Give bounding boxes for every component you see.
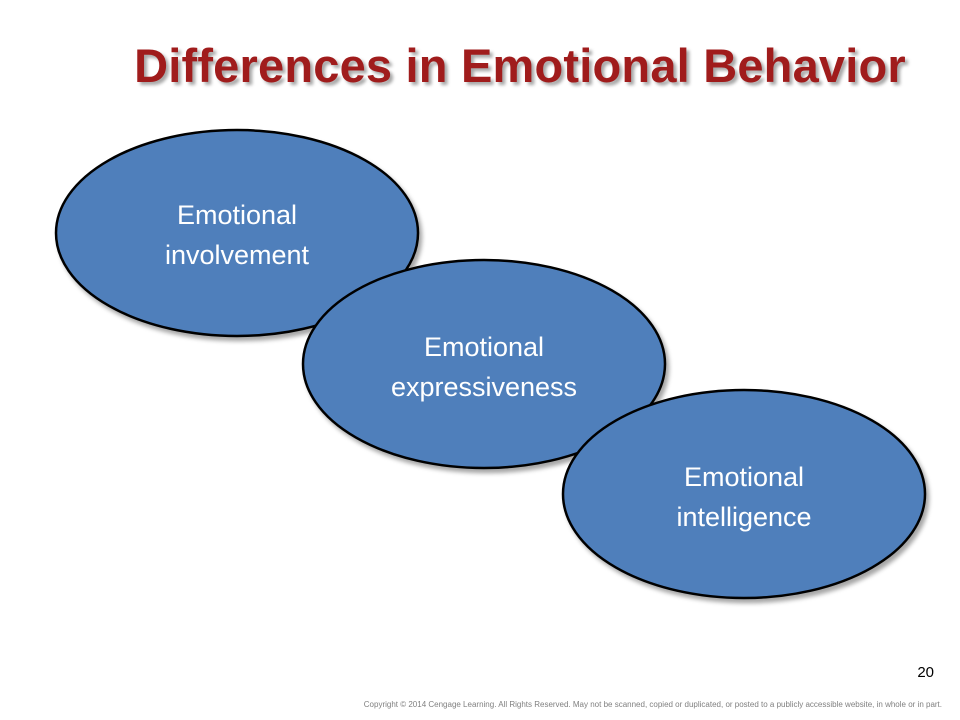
oval-label-line2: intelligence xyxy=(676,502,811,532)
oval-label-line2: involvement xyxy=(165,240,310,270)
oval-label-line2: expressiveness xyxy=(391,372,577,402)
slide-title: Differences in Emotional Behavior xyxy=(134,39,906,92)
oval-label-line1: Emotional xyxy=(177,200,297,230)
oval-shape xyxy=(54,128,420,338)
oval-emotional-expressiveness: Emotional expressiveness xyxy=(301,258,667,470)
oval-label-line1: Emotional xyxy=(424,332,544,362)
copyright-notice: Copyright © 2014 Cengage Learning. All R… xyxy=(363,700,942,709)
page-number: 20 xyxy=(917,664,934,681)
oval-shape xyxy=(301,258,667,470)
oval-shape xyxy=(561,388,927,600)
oval-emotional-intelligence: Emotional intelligence xyxy=(561,388,927,600)
oval-label-line1: Emotional xyxy=(684,462,804,492)
oval-emotional-involvement: Emotional involvement xyxy=(54,128,420,338)
